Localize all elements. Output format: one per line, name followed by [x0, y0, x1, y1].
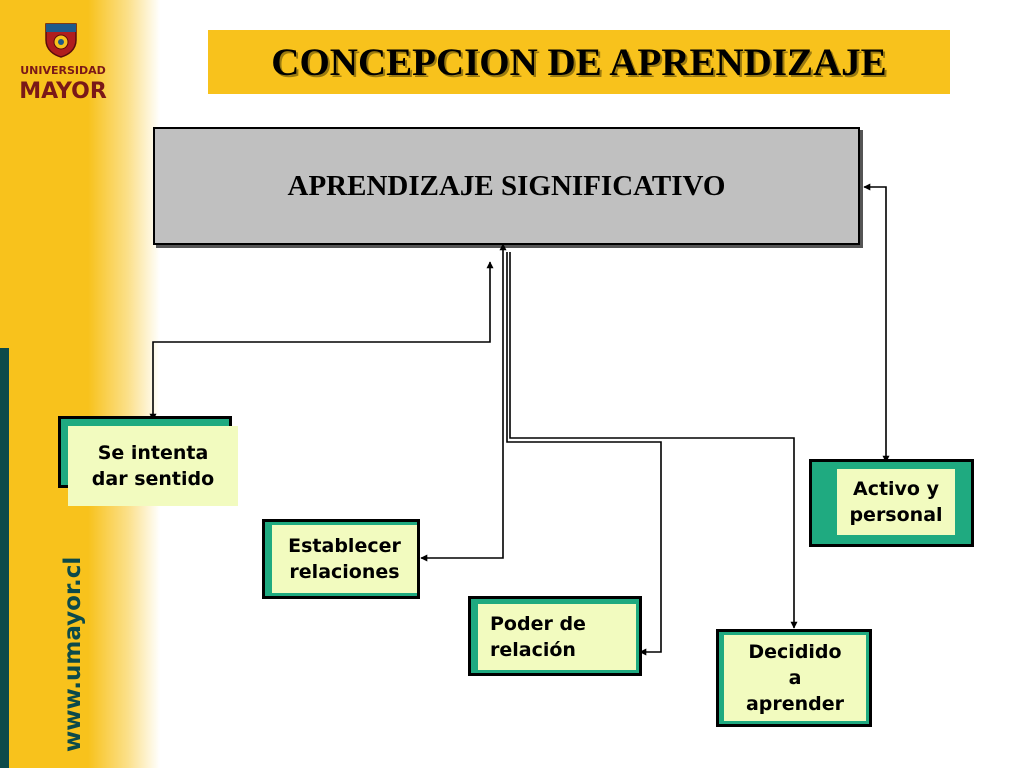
- node-label-line: personal: [849, 504, 943, 526]
- logo-text-universidad: UNIVERSIDAD: [20, 64, 106, 77]
- central-node-label: APRENDIZAJE SIGNIFICATIVO: [287, 169, 726, 202]
- logo-text-mayor: MAYOR: [19, 79, 107, 104]
- node-se-intenta-dar-sentido: Se intenta dar sentido: [58, 416, 238, 506]
- university-shield-icon: [45, 23, 77, 58]
- node-label-line: aprender: [745, 693, 845, 715]
- node-establecer-relaciones: Establecer relaciones: [262, 519, 420, 599]
- slide-title: CONCEPCION DE APRENDIZAJE: [271, 40, 887, 84]
- node-decidido-a-aprender: Decidido a aprender: [716, 629, 872, 727]
- arrow-relaciones-to-central: [420, 243, 507, 562]
- arrow-central-to-poder: [506, 252, 662, 656]
- node-label-line: Decidido: [748, 641, 842, 663]
- sidebar-band: [0, 0, 160, 768]
- title-bar: CONCEPCION DE APRENDIZAJE: [208, 30, 950, 94]
- arrow-central-to-activo: [863, 183, 890, 463]
- node-label-line: relación: [490, 639, 576, 661]
- node-poder-de-relacion: Poder de relación: [468, 596, 642, 676]
- node-label-line: dar sentido: [91, 468, 215, 490]
- node-label-line: a: [788, 667, 802, 689]
- node-label-line: Establecer: [288, 535, 401, 557]
- sidebar-stripe: [0, 348, 9, 768]
- arrow-central-to-decidido: [509, 252, 798, 629]
- node-label-line: Poder de: [490, 613, 586, 635]
- node-label-line: relaciones: [289, 561, 400, 583]
- node-label-line: Activo y: [852, 478, 939, 500]
- node-activo-y-personal: Activo y personal: [809, 459, 974, 547]
- arrow-sentido-to-central: [149, 261, 494, 421]
- central-node: APRENDIZAJE SIGNIFICATIVO: [153, 127, 860, 245]
- node-label-line: Se intenta: [97, 442, 209, 464]
